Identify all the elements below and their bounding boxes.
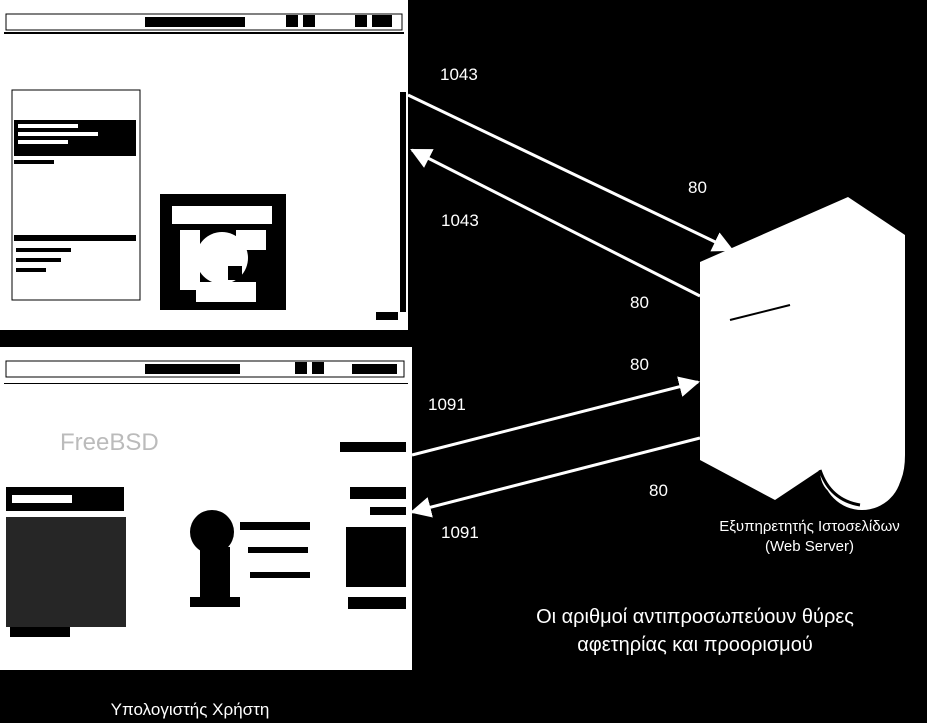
arrow-bottom-in	[409, 436, 701, 518]
web-server-icon	[700, 197, 905, 510]
server-label: Εξυπηρετητής Ιστοσελίδων (Web Server)	[692, 517, 927, 557]
ports-note-line2: αφετηρίας και προορισμού	[577, 634, 813, 656]
freebsd-logo-text: FreeBSD	[60, 429, 159, 456]
arrow-bottom-out	[411, 376, 701, 457]
port-label-1091-out: 1091	[428, 395, 466, 414]
server-label-line2: (Web Server)	[765, 538, 854, 555]
browser-bottom-drawing: FreeBSD	[0, 347, 412, 670]
arrow-top-out	[407, 93, 734, 252]
browser-window-top	[0, 0, 408, 330]
user-computer-label: Υπολογιστής Χρήστη	[110, 700, 270, 719]
browser-top-drawing	[0, 0, 408, 330]
server-label-line1: Εξυπηρετητής Ιστοσελίδων	[719, 518, 900, 535]
browser-window-bottom: FreeBSD	[0, 347, 412, 670]
arrow-top-in	[410, 148, 701, 298]
port-label-80-out-dest: 80	[688, 178, 707, 197]
ports-note-line1: Οι αριθμοί αντιπροσωπεύουν θύρες	[536, 606, 854, 628]
port-label-80-bottom-out: 80	[630, 355, 649, 374]
port-label-80-in-source: 80	[630, 293, 649, 312]
port-label-1091-in: 1091	[441, 523, 479, 542]
ports-note: Οι αριθμοί αντιπροσωπεύουν θύρες αφετηρί…	[480, 603, 910, 659]
port-label-1043-out: 1043	[440, 65, 478, 84]
port-label-1043-in: 1043	[441, 211, 479, 230]
port-label-80-bottom-in: 80	[649, 481, 668, 500]
